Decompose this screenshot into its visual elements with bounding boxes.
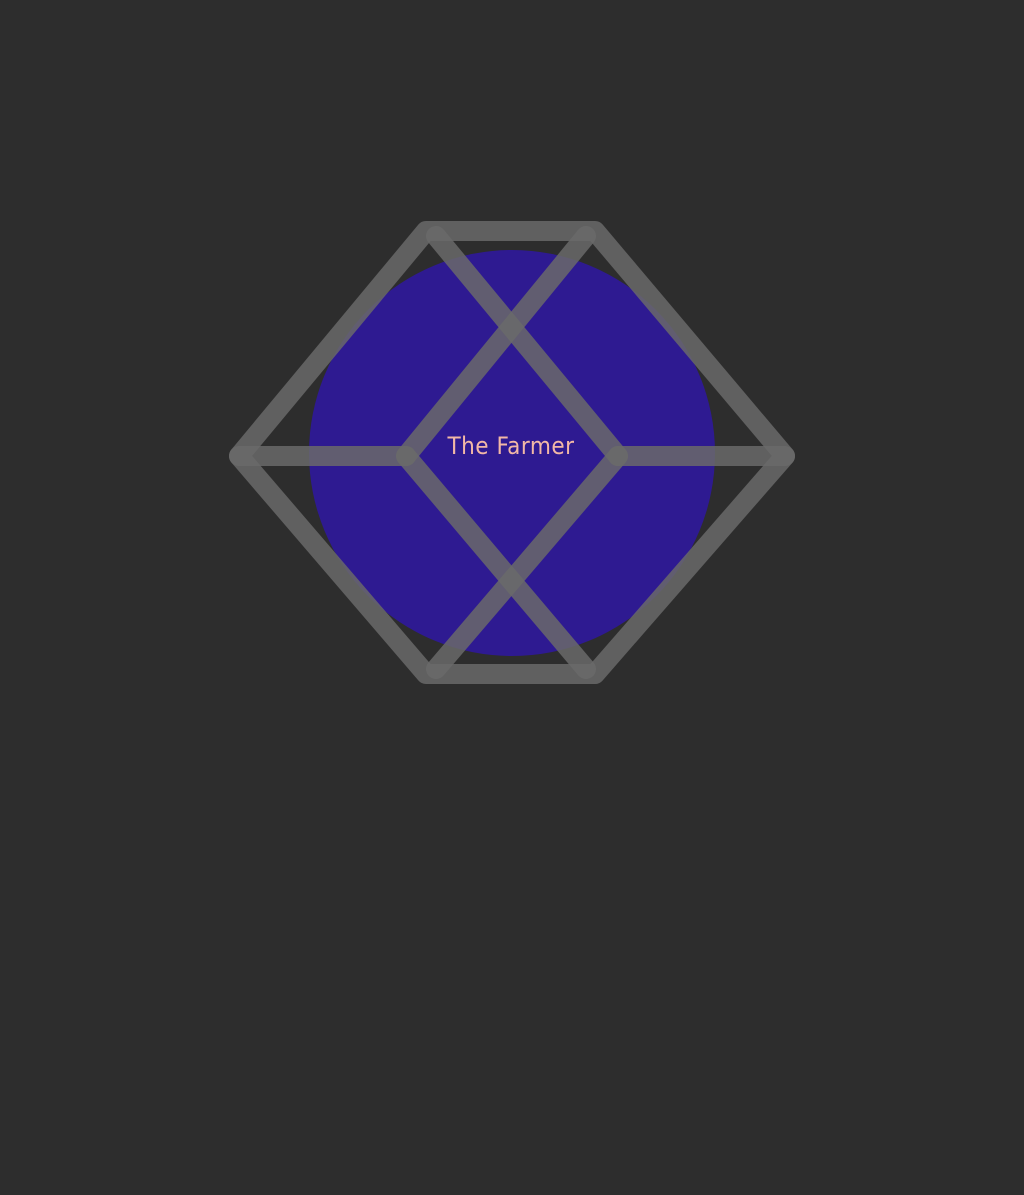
diagonal-bottom-right [426,446,628,679]
diagonal-top-left [426,226,628,466]
emblem-title: The Farmer [446,432,574,460]
emblem-circle [309,250,715,656]
diagonal-top-right [396,226,596,466]
diagonal-bottom-left [396,446,596,679]
hexagon-frame-icon [229,221,795,684]
